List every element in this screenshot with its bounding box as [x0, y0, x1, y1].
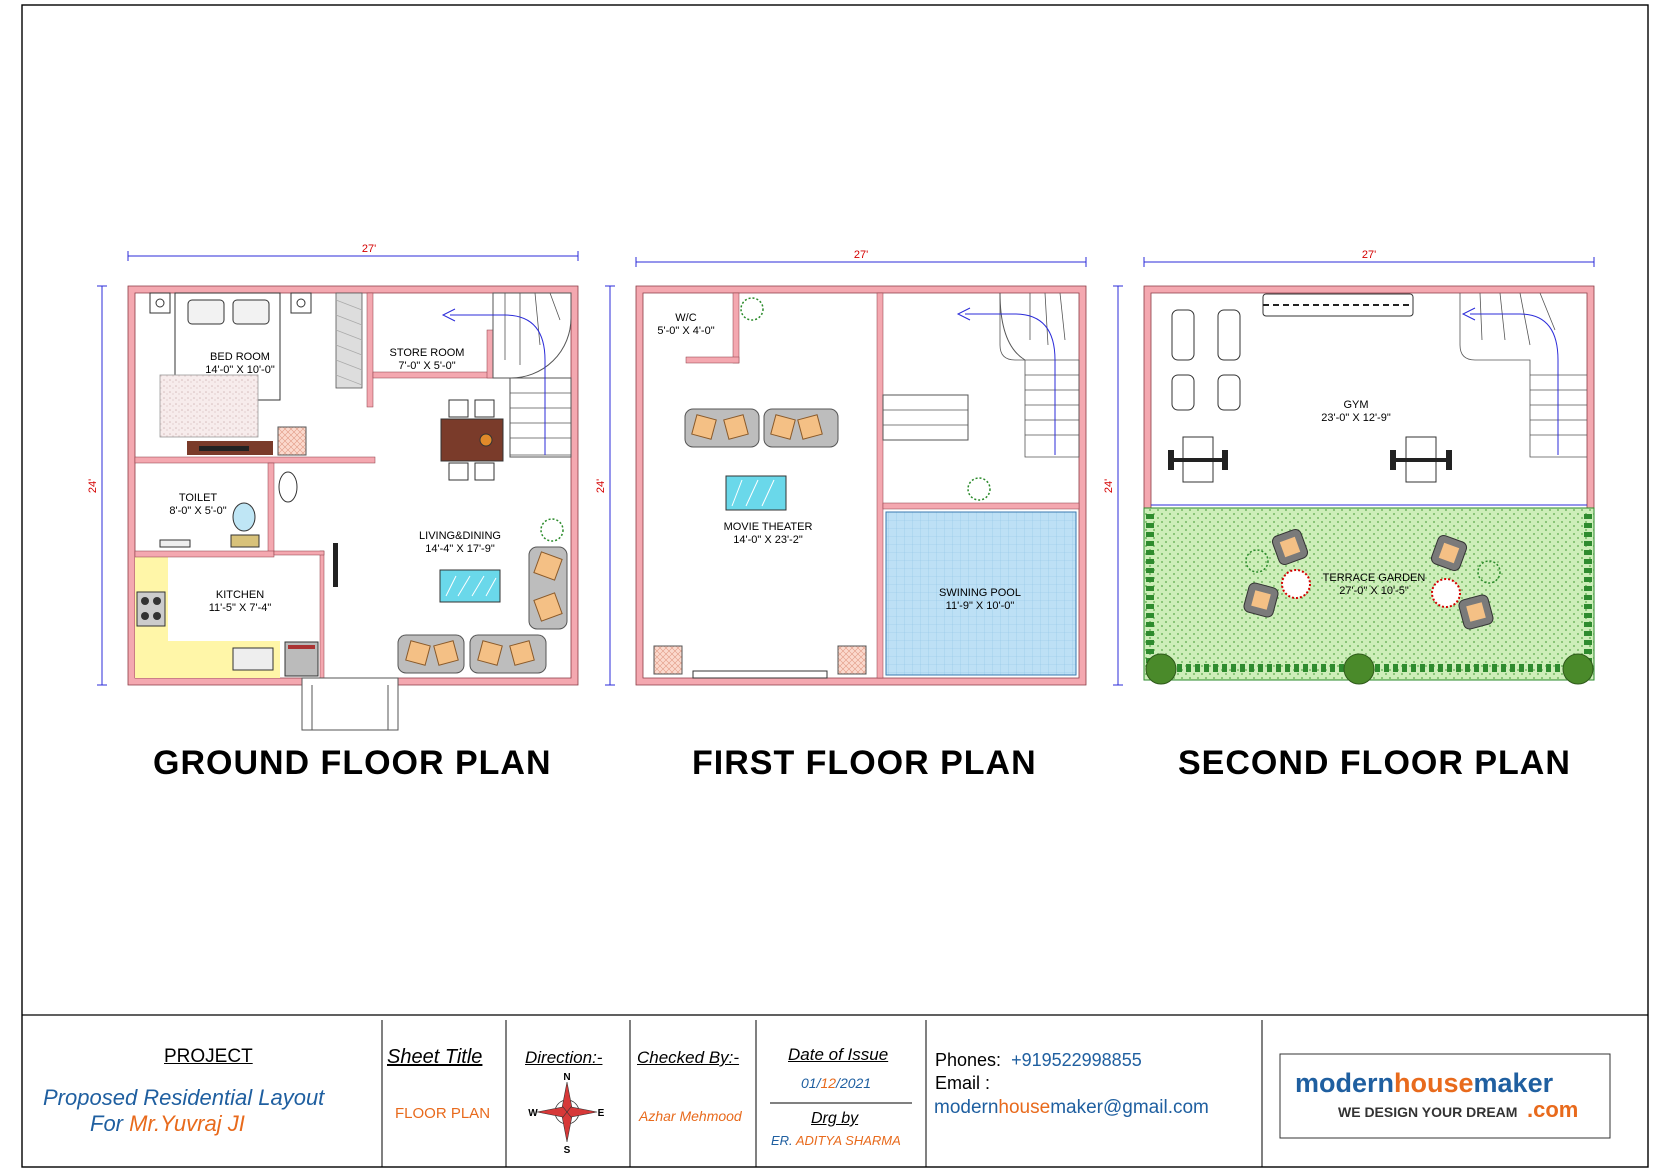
email-part-domain: @gmail.com [1103, 1097, 1209, 1118]
email-part-house: house [998, 1097, 1051, 1118]
kitchen-size: 11'-5" X 7'-4" [209, 602, 272, 614]
store-room-name: STORE ROOM [390, 347, 465, 359]
theater-size: 14'-0" X 23'-2" [733, 534, 803, 546]
project-line1: Proposed Residential Layout [43, 1085, 325, 1110]
gym-name: GYM [1343, 399, 1368, 411]
second-floor-plan: 27' 24' [1103, 249, 1595, 686]
logo-com: .com [1527, 1097, 1579, 1122]
project-client-line: For Mr.Yuvraj JI [90, 1111, 245, 1137]
email-part-modern: modern [934, 1097, 999, 1118]
logo-house: house [1394, 1068, 1474, 1098]
checked-value: Azhar Mehmood [639, 1108, 742, 1124]
theater-name: MOVIE THEATER [724, 521, 813, 533]
dim-width-label: 27' [854, 249, 868, 261]
date-month: 12 [820, 1075, 837, 1091]
compass-s: S [564, 1145, 571, 1156]
gym-size: 23'-0" X 12'-9" [1321, 412, 1391, 424]
email-label: Email : [935, 1073, 991, 1093]
pool-size: 11'-9" X 10'-0" [946, 600, 1015, 612]
drg-label: Drg by [811, 1110, 859, 1127]
first-floor-plan: 27' 24' [595, 249, 1087, 686]
compass-w: W [528, 1108, 538, 1119]
logo-maker: maker [1473, 1068, 1554, 1098]
project-client: Mr.Yuvraj JI [129, 1111, 245, 1136]
logo-modern: modern [1295, 1068, 1395, 1098]
ground-floor-title: GROUND FLOOR PLAN [153, 744, 552, 782]
ground-outer-wall [127, 285, 579, 686]
email-part-maker: maker [1050, 1097, 1103, 1118]
drg-value: ADITYA SHARMA [795, 1133, 901, 1148]
drg-line: ER. ADITYA SHARMA [771, 1133, 901, 1148]
bedroom-name: BED ROOM [210, 351, 270, 363]
dim-depth-label: 24' [87, 479, 99, 493]
phones-label: Phones: [935, 1050, 1002, 1070]
date-value: 01/12/2021 [801, 1075, 871, 1091]
second-floor-title: SECOND FLOOR PLAN [1178, 744, 1571, 782]
sheet-title-label: Sheet Title [387, 1046, 483, 1068]
title-block [381, 1020, 1611, 1167]
kitchen-name: KITCHEN [216, 589, 264, 601]
date-sep-1: / [816, 1075, 821, 1091]
compass-icon: N S W E [528, 1072, 604, 1156]
first-floor-title: FIRST FLOOR PLAN [692, 744, 1037, 782]
brand-logo: modernhousemaker [1295, 1068, 1553, 1099]
garden-name: TERRACE GARDEN [1323, 572, 1426, 584]
wc-name: W/C [675, 312, 696, 324]
logo-tagline: WE DESIGN YOUR DREAM [1338, 1104, 1518, 1120]
sheet-border [21, 4, 1649, 1168]
date-label: Date of Issue [788, 1045, 889, 1064]
direction-label: Direction:- [525, 1048, 603, 1067]
dim-width-label: 27' [362, 243, 376, 255]
store-room-size: 7'-0" X 5'-0" [398, 360, 455, 372]
sheet-title-value: FLOOR PLAN [395, 1105, 491, 1122]
dim-depth-label: 24' [595, 479, 607, 493]
dim-width-label: 27' [1362, 249, 1376, 261]
pool-name: SWINING POOL [939, 587, 1021, 599]
email-value[interactable]: modernhousemaker@gmail.com [934, 1097, 1209, 1119]
drg-prefix: ER. [771, 1133, 796, 1148]
project-for: For [90, 1111, 130, 1136]
date-year: 2021 [839, 1075, 872, 1091]
living-size: 14'-4" X 17'-9" [425, 543, 495, 555]
wc-size: 5'-0" X 4'-0" [657, 325, 714, 337]
phones-line: Phones: +919522998855 [935, 1050, 1142, 1071]
living-name: LIVING&DINING [419, 530, 501, 542]
project-label: PROJECT [164, 1046, 253, 1067]
bedroom-size: 14'-0" X 10'-0" [205, 364, 275, 376]
ground-floor-plan: 27' 24' [87, 243, 579, 731]
checked-label: Checked By:- [637, 1048, 740, 1067]
toilet-size: 8'-0" X 5'-0" [169, 505, 226, 517]
compass-e: E [598, 1108, 605, 1119]
date-sep-2: / [836, 1075, 840, 1091]
toilet-name: TOILET [179, 492, 218, 504]
date-day: 01 [801, 1075, 817, 1091]
compass-n: N [563, 1072, 570, 1083]
garden-size: 27'-0" X 10'-5" [1339, 585, 1409, 597]
phones-value: +919522998855 [1011, 1050, 1142, 1070]
dim-depth-label: 24' [1103, 479, 1115, 493]
